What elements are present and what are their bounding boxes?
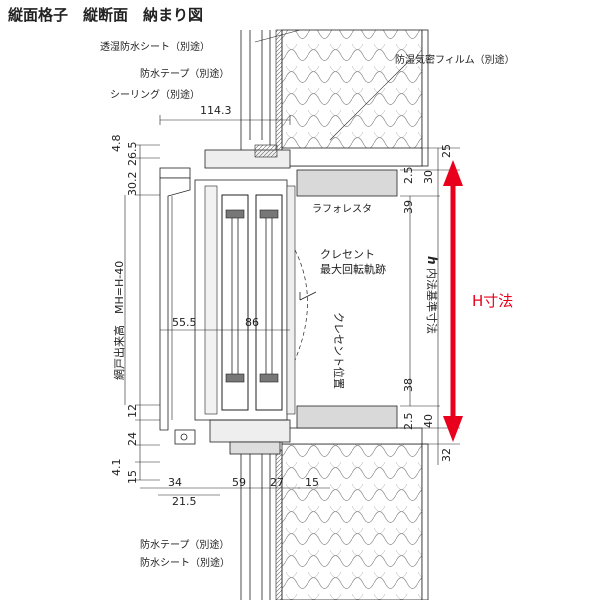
sash-frame xyxy=(194,179,296,421)
dim-2-5-top: 2.5 xyxy=(402,167,415,185)
lattice-frame xyxy=(159,167,196,445)
dim-4-1: 4.1 xyxy=(110,459,123,477)
dim-40: 40 xyxy=(422,414,435,428)
dim-34: 34 xyxy=(168,476,182,489)
h-dimension-arrow xyxy=(443,160,463,442)
dim-27: 27 xyxy=(270,476,284,489)
label-inner-standard: 内法基準寸法 xyxy=(425,268,439,334)
dim-30-2: 30.2 xyxy=(126,172,139,197)
crescent-track-arc xyxy=(294,249,308,361)
dim-32: 32 xyxy=(440,448,453,462)
dim-26-5: 26.5 xyxy=(126,142,139,167)
dimension-lines xyxy=(124,29,460,496)
label-vapor-film: 防湿気密フィルム（別途） xyxy=(395,53,515,66)
wall-lower xyxy=(240,443,429,600)
label-waterproof-tape-top: 防水テープ（別途） xyxy=(140,67,229,80)
lafolesta-bottom xyxy=(296,405,398,429)
dim-25: 25 xyxy=(440,144,453,158)
label-waterproof-tape-bottom: 防水テープ（別途） xyxy=(140,538,229,551)
label-sealing: シーリング（別途） xyxy=(110,88,200,101)
dim-55-5: 55.5 xyxy=(172,316,197,329)
label-screen-height: 網戸出来高 MH=H-40 xyxy=(112,261,126,380)
head-frame xyxy=(204,144,423,169)
dim-4-8: 4.8 xyxy=(110,135,123,153)
dim-15-right: 15 xyxy=(305,476,319,489)
wall-upper xyxy=(240,29,429,167)
dim-114-3: 114.3 xyxy=(200,104,232,117)
dim-15-left: 15 xyxy=(126,470,139,484)
dim-59: 59 xyxy=(232,476,246,489)
label-h-dimension: H寸法 xyxy=(472,292,513,310)
dim-38: 38 xyxy=(402,378,415,392)
label-moisture-sheet: 透湿防水シート（別途） xyxy=(100,40,210,53)
dim-30: 30 xyxy=(422,170,435,184)
label-crescent-track-1: クレセント xyxy=(320,248,375,261)
dim-24: 24 xyxy=(126,432,139,446)
label-lafolesta: ラフォレスタ xyxy=(312,203,372,215)
dim-2-5-bottom: 2.5 xyxy=(402,413,415,431)
label-crescent-position: クレセント位置 xyxy=(332,312,346,389)
dim-21-5: 21.5 xyxy=(172,495,197,508)
dim-12: 12 xyxy=(126,404,139,418)
label-inner-standard-h: h xyxy=(425,256,439,265)
diagram-title: 縦面格子 縦断面 納まり図 xyxy=(8,6,203,24)
label-waterproof-sheet: 防水シート（別途） xyxy=(140,556,230,569)
dim-86: 86 xyxy=(245,316,259,329)
lafolesta-top xyxy=(296,169,398,197)
dim-39: 39 xyxy=(402,200,415,214)
sill-frame xyxy=(209,419,423,455)
label-crescent-track-2: 最大回転軌跡 xyxy=(320,262,386,276)
